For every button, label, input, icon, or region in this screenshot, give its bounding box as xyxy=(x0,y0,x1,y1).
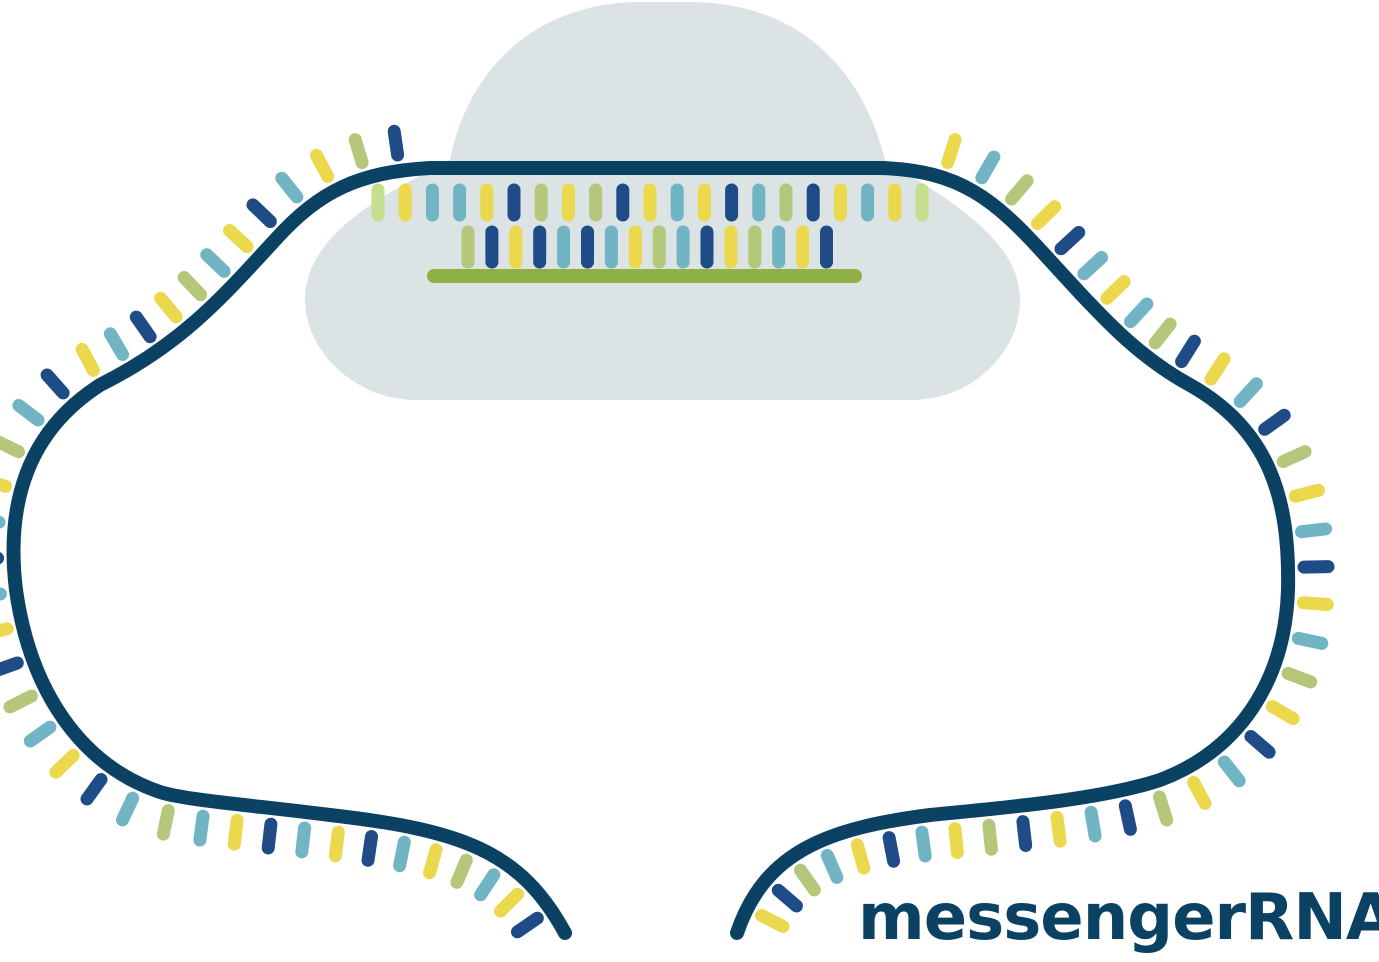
mrna-base xyxy=(80,773,108,806)
mrna-backbone xyxy=(6,161,1296,940)
mrna-base xyxy=(0,478,13,493)
caption-messenger-rna: messengerRNA xyxy=(858,881,1379,955)
mrna-bases xyxy=(0,124,1335,939)
mrna-base xyxy=(882,831,901,868)
mrna-base xyxy=(129,310,157,344)
mrna-base xyxy=(1118,799,1137,836)
mrna-base xyxy=(1233,377,1263,408)
mrna-base xyxy=(1281,666,1318,689)
mrna-base xyxy=(423,843,443,880)
mrna-base xyxy=(393,835,411,873)
mrna-base xyxy=(103,327,130,361)
mrna-base xyxy=(1296,596,1334,611)
mrna-base xyxy=(755,909,790,933)
mrna-base xyxy=(1031,200,1062,230)
mrna-base xyxy=(156,804,175,841)
mrna-base xyxy=(116,791,140,827)
mrna-base xyxy=(771,883,803,913)
mrna-base xyxy=(450,853,473,889)
mrna-base xyxy=(1258,408,1291,436)
mrna-base xyxy=(511,911,544,939)
mrna-base xyxy=(1244,730,1276,759)
ribosome-shape xyxy=(305,2,1020,400)
mrna-base xyxy=(193,809,210,847)
mrna-base xyxy=(328,825,345,863)
mrna-base xyxy=(387,124,405,162)
mrna-base xyxy=(941,133,962,169)
mrna-base xyxy=(1265,700,1300,726)
mrna-base xyxy=(223,224,254,254)
mrna-base xyxy=(494,887,524,918)
mrna-base xyxy=(1217,755,1246,788)
mrna-base xyxy=(200,248,231,278)
mrna-base xyxy=(75,342,100,377)
mrna-base xyxy=(1297,560,1335,574)
mrna-base xyxy=(0,656,24,677)
mrna-base xyxy=(361,830,378,867)
mrna-base xyxy=(915,825,932,863)
codon-bases xyxy=(371,183,929,222)
mrna-base xyxy=(1077,251,1109,281)
mrna-base xyxy=(0,622,14,638)
mrna-base xyxy=(982,818,998,856)
mrna-base xyxy=(1187,775,1212,810)
mrna-base xyxy=(23,720,57,748)
mrna-base xyxy=(40,368,70,400)
mrna-base xyxy=(1175,334,1201,369)
mrna-base xyxy=(12,399,45,427)
mrna-base xyxy=(1100,275,1131,305)
mrna-base xyxy=(177,271,208,302)
mrna-base xyxy=(3,689,38,714)
mrna-base xyxy=(1153,790,1174,827)
mrna-base xyxy=(1204,352,1231,386)
mrna-base xyxy=(1005,174,1034,206)
mrna-base xyxy=(820,848,844,884)
mrna-base xyxy=(49,749,80,779)
mrna-base xyxy=(275,171,304,204)
mrna-base xyxy=(227,813,244,851)
mrna-base xyxy=(975,150,1001,185)
mrna-base xyxy=(1124,297,1154,329)
mrna-base xyxy=(850,838,871,875)
mrna-base xyxy=(261,817,278,855)
mrna-base xyxy=(948,822,964,859)
mrna-base xyxy=(1291,631,1329,650)
mrna-base xyxy=(1295,522,1332,539)
mrna-base xyxy=(1016,815,1033,852)
mrna-base xyxy=(154,291,183,324)
mrna-base xyxy=(1288,483,1325,503)
mrna-base xyxy=(1148,317,1177,350)
trna-anticodon-bases xyxy=(461,225,833,269)
mrna-base xyxy=(1050,810,1067,848)
mrna-base xyxy=(348,133,369,170)
mrna-base xyxy=(310,148,335,183)
mrna-base xyxy=(474,868,501,902)
mrna-base xyxy=(295,821,312,859)
mrna-base xyxy=(246,198,277,228)
mrna-base xyxy=(1054,226,1086,256)
mrna-base xyxy=(1084,805,1102,843)
mrna-base xyxy=(0,435,25,459)
mrna-base xyxy=(794,863,821,897)
mrna-base xyxy=(1276,445,1312,468)
